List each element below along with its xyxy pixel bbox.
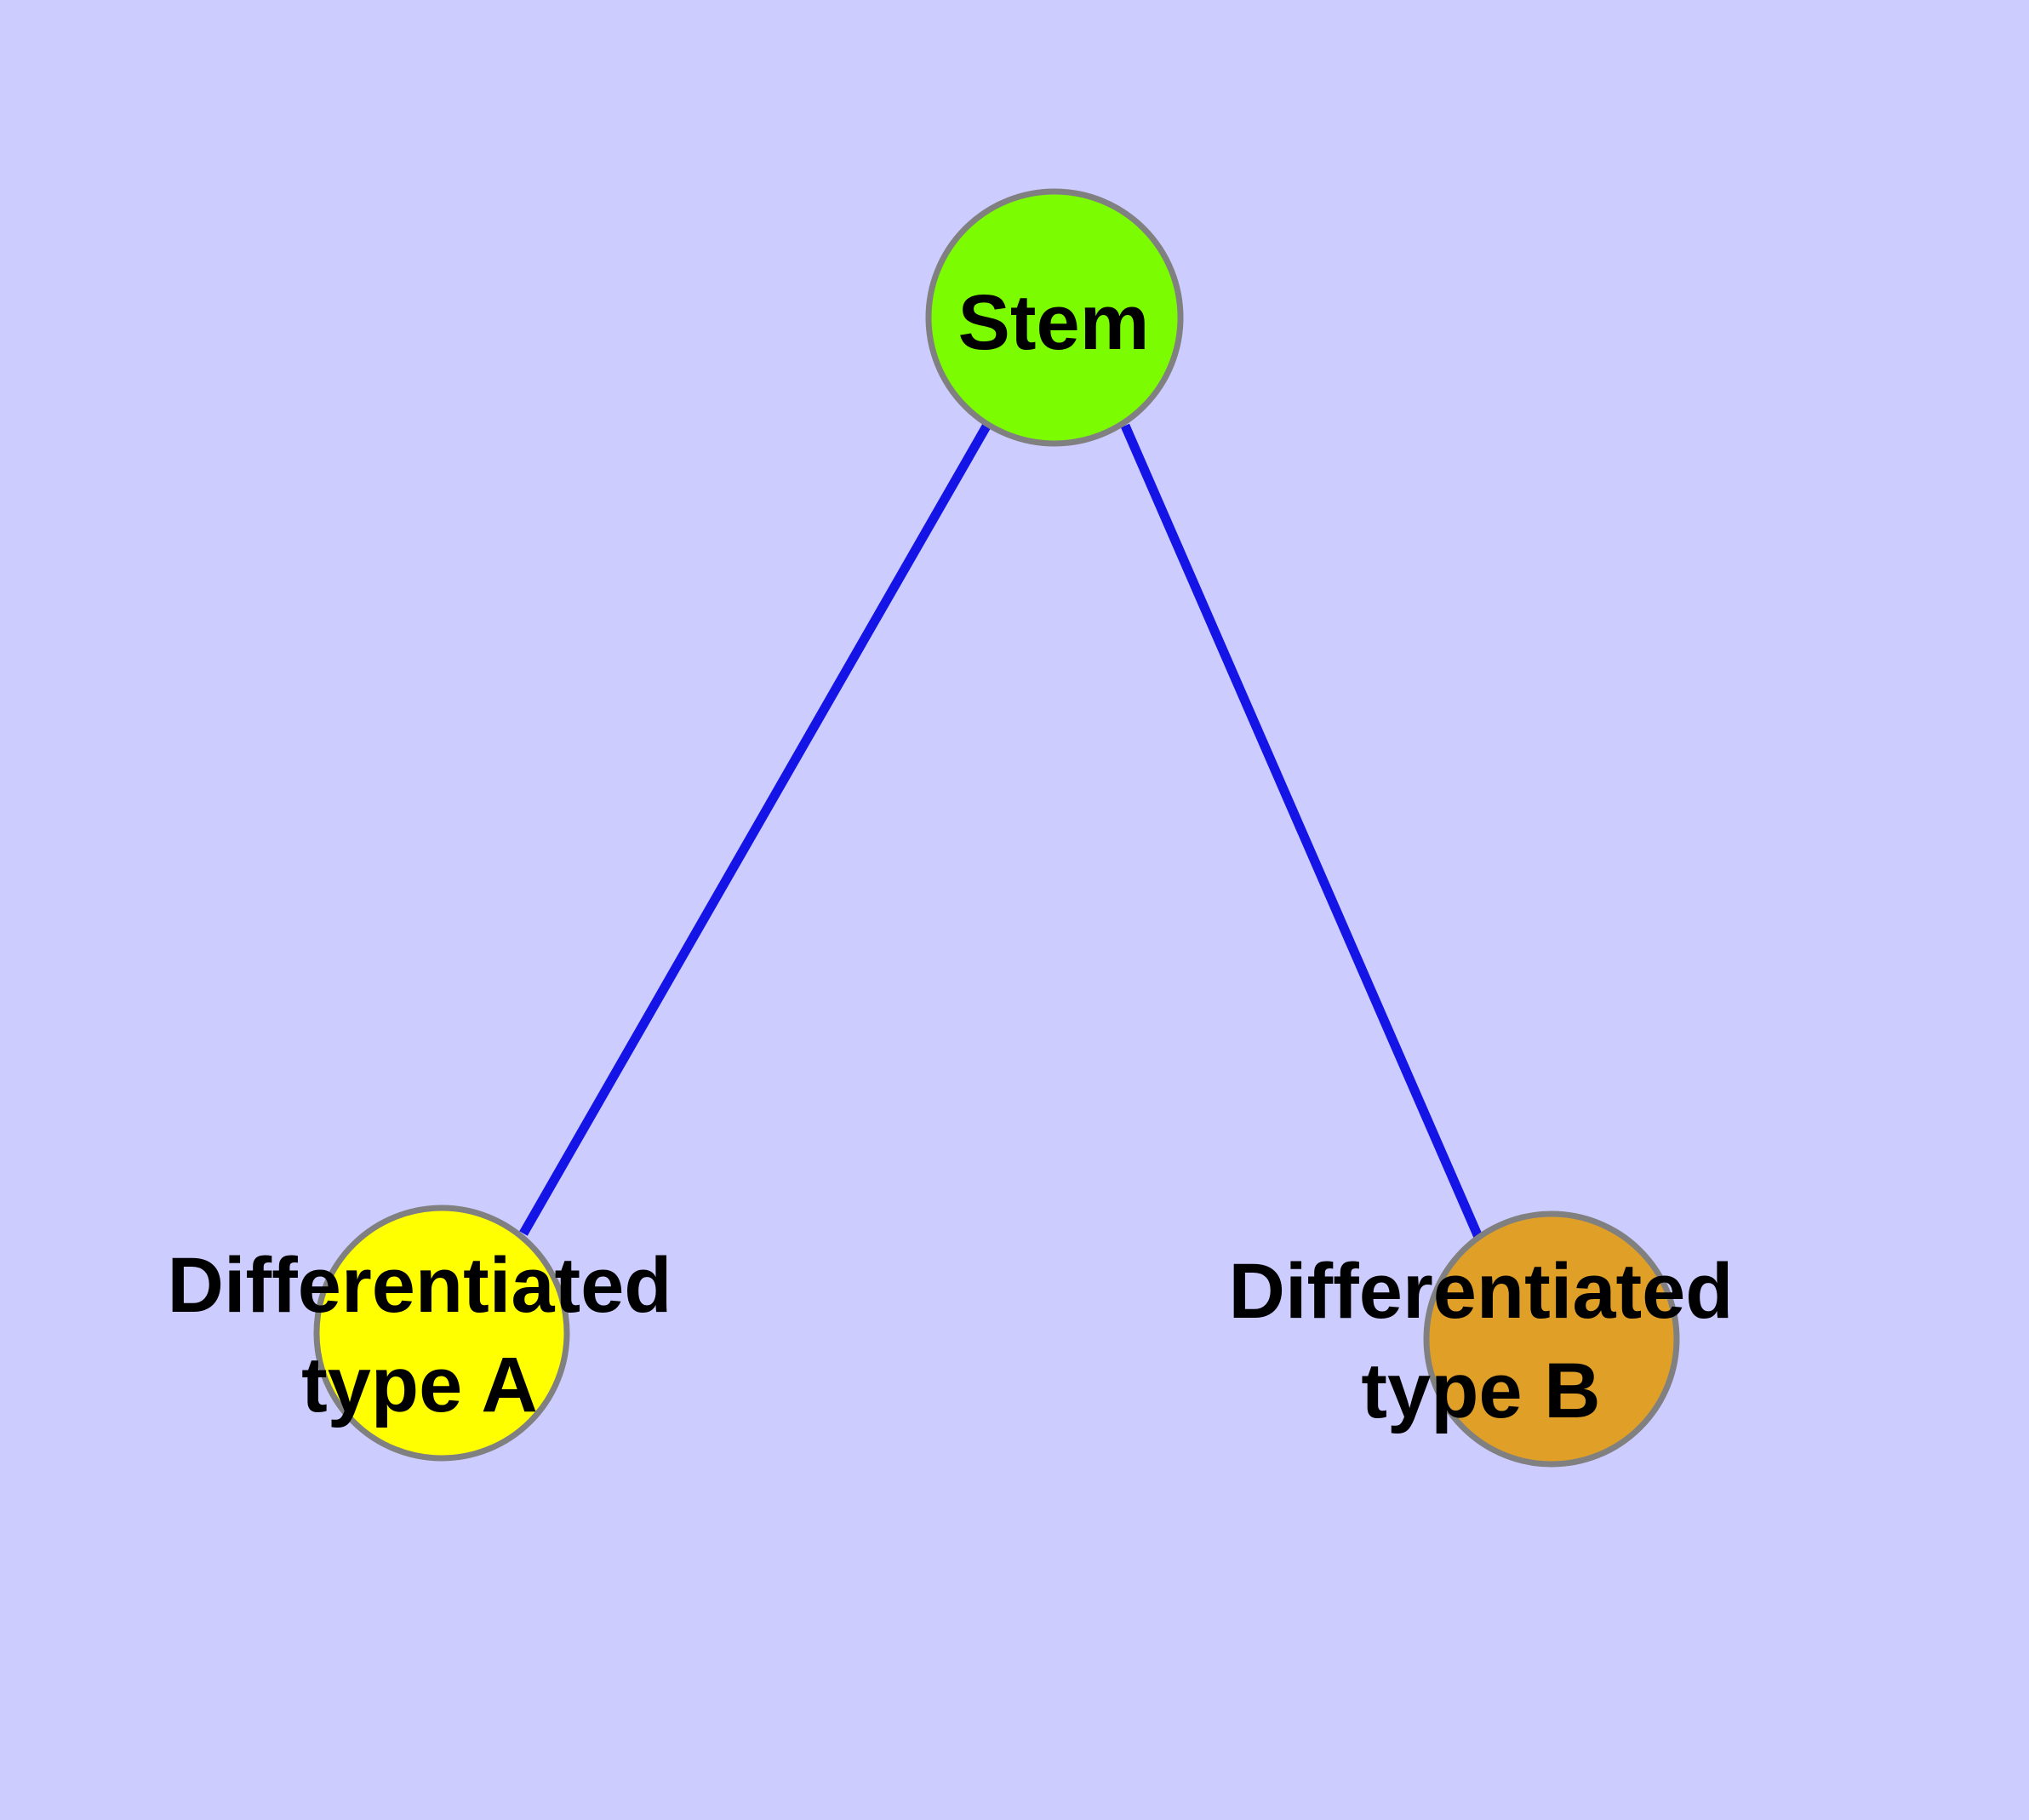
node-stem-circle[interactable] [925, 188, 1184, 447]
node-diff-b-label-line-2: type B [1361, 1348, 1600, 1434]
node-diff-a-label-line-1: Differentiated [168, 1242, 672, 1329]
node-stem-label-line-1: Stem [958, 279, 1150, 366]
edge-stem-to-diff-a[interactable] [519, 422, 992, 1236]
node-diff-a-label-line-2: type A [301, 1342, 538, 1428]
node-diff-a-circle[interactable] [313, 1205, 570, 1462]
node-diff-b-label-line-1: Differentiated [1229, 1248, 1734, 1335]
labels-layer: Stem Differentiated type A Differentiate… [168, 279, 1734, 1434]
node-diff-a[interactable] [313, 1205, 570, 1462]
nodes-layer [313, 188, 1680, 1468]
node-diff-b-circle[interactable] [1423, 1210, 1680, 1468]
node-stem[interactable] [925, 188, 1184, 447]
edges-layer [519, 422, 1483, 1239]
edge-stem-to-diff-b[interactable] [1120, 423, 1483, 1239]
node-diff-b[interactable] [1423, 1210, 1680, 1468]
